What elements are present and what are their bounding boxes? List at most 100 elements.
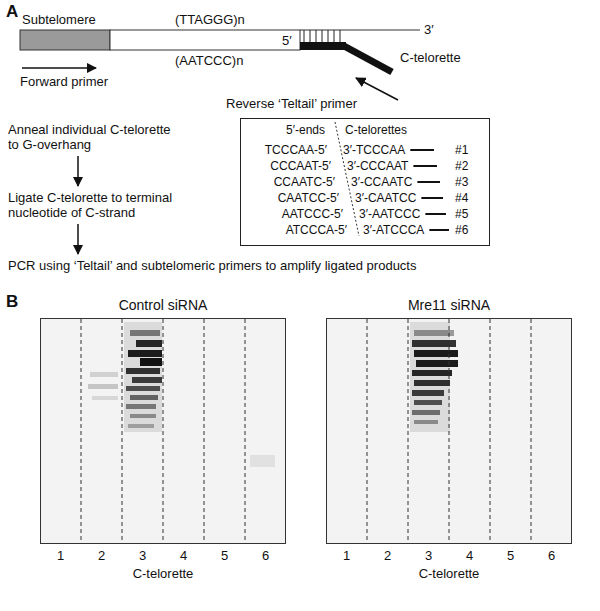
oligo-label: C-telorette (400, 50, 461, 65)
annealing-tick (328, 30, 329, 42)
table-cell: CCAATC-5′ (274, 175, 335, 189)
g-overhang (300, 29, 420, 30)
table-cell: #5 (455, 207, 468, 221)
reverse-primer-arrow (356, 78, 398, 100)
subtelomere-bar (20, 30, 110, 50)
gel-band (128, 350, 162, 357)
step-text: PCR using ‘Teltail’ and subtelomeric pri… (8, 258, 568, 273)
panel-letter: B (6, 292, 18, 311)
gel-band (140, 358, 162, 366)
forward-primer-arrow (22, 67, 96, 69)
table-cell: 3′-AATCCC (359, 207, 420, 221)
lane-separator (245, 319, 246, 543)
table-cell: #3 (455, 175, 468, 189)
flow-arrow (77, 224, 79, 254)
table-cell: TCCCAA-5′ (265, 143, 327, 157)
telorette-table: 5′-ends C-telorettesTCCCAA-5′ 3′-TCCCAA #1C… (240, 118, 490, 246)
repeat-label: (TTAGGG)n (175, 12, 245, 27)
table-cell: 3′-CCAATC (351, 175, 412, 189)
lane-separator (408, 319, 409, 543)
gel-band (414, 380, 450, 386)
primer-label: Reverse ‘Teltail’ primer (226, 96, 357, 111)
table-cell: 3′-TCCCAA (343, 143, 405, 157)
telomere-duplex (110, 30, 300, 50)
telorette-line (413, 165, 437, 167)
lane-separator (490, 319, 491, 543)
gel-panel: Mre11 siRNA (326, 318, 572, 544)
table-cell: #6 (455, 223, 468, 237)
table-cell: 3′-CAATCC (355, 191, 416, 205)
table-cell: 5′-ends (286, 123, 325, 137)
gel-band (136, 340, 162, 347)
lane-number: 2 (384, 548, 391, 563)
table-cell: 3′-ATCCCA (363, 223, 424, 237)
axis-label: C-telorette (133, 566, 194, 581)
annealing-tick (316, 30, 317, 42)
telorette-line (425, 213, 446, 215)
gel-band (126, 386, 160, 391)
table-cell: CCCAAT-5′ (270, 159, 331, 173)
flow-arrow (77, 156, 79, 186)
lane-number: 6 (262, 548, 269, 563)
step-label: Anneal individual C-telorette to G-overh… (8, 122, 173, 152)
gel-band (130, 414, 156, 418)
lane-separator (163, 319, 164, 543)
lane-number: 1 (343, 548, 350, 563)
step-text: Ligate C-telorette to terminal nucleotid… (8, 190, 223, 220)
telorette-line (429, 229, 449, 231)
annealing-tick (322, 30, 323, 42)
lane-number: 1 (57, 548, 64, 563)
gel-band (126, 368, 160, 374)
c-telorette-bar (300, 42, 346, 50)
region-label: Subtelomere (22, 12, 96, 27)
gel-band (128, 424, 154, 428)
table-cell: CAATCC-5′ (278, 191, 339, 205)
primer-label: Forward primer (20, 74, 108, 89)
end-label: 3′ (424, 22, 434, 37)
repeat-label: (AATCCC)n (175, 53, 243, 68)
gel-band (414, 400, 442, 405)
gel-smear (124, 322, 162, 432)
gel-band (90, 372, 118, 377)
table-cell: #4 (455, 191, 468, 205)
table-cell: #2 (455, 159, 468, 173)
gel-background (41, 319, 285, 543)
step-label: PCR using ‘Teltail’ and subtelomeric pri… (8, 258, 568, 273)
lane-number: 4 (180, 548, 187, 563)
table-cell: C-telorettes (345, 123, 407, 137)
panel-letter: A (6, 2, 18, 21)
lane-separator (449, 319, 450, 543)
lane-separator (204, 319, 205, 543)
lane-number: 3 (139, 548, 146, 563)
annealing-tick (310, 30, 311, 42)
table-cell: AATCCC-5′ (282, 207, 343, 221)
gel-band (130, 330, 160, 336)
gel-band (412, 370, 452, 376)
lane-number: 3 (425, 548, 432, 563)
axis-label: C-telorette (419, 566, 480, 581)
table-cell: ATCCCA-5′ (286, 223, 347, 237)
step-text: Anneal individual C-telorette to G-overh… (8, 122, 173, 152)
gel-band (130, 395, 158, 400)
table-cell: #1 (455, 143, 468, 157)
gel-band (416, 360, 458, 367)
lane-number: 5 (221, 548, 228, 563)
annealing-tick (334, 30, 335, 42)
gel-title: Control siRNA (41, 297, 285, 313)
gel-smear (410, 322, 450, 432)
gel-band (414, 350, 458, 357)
gel-title: Mre11 siRNA (327, 297, 571, 313)
lane-separators (81, 319, 531, 543)
telorette-line (410, 149, 434, 151)
telorette-line (417, 181, 440, 183)
annealing-tick (340, 30, 341, 42)
gel-band (414, 330, 454, 336)
lane-number: 2 (98, 548, 105, 563)
annealing-tick (304, 30, 305, 42)
gel-band (92, 396, 118, 400)
lane-separator (122, 319, 123, 543)
